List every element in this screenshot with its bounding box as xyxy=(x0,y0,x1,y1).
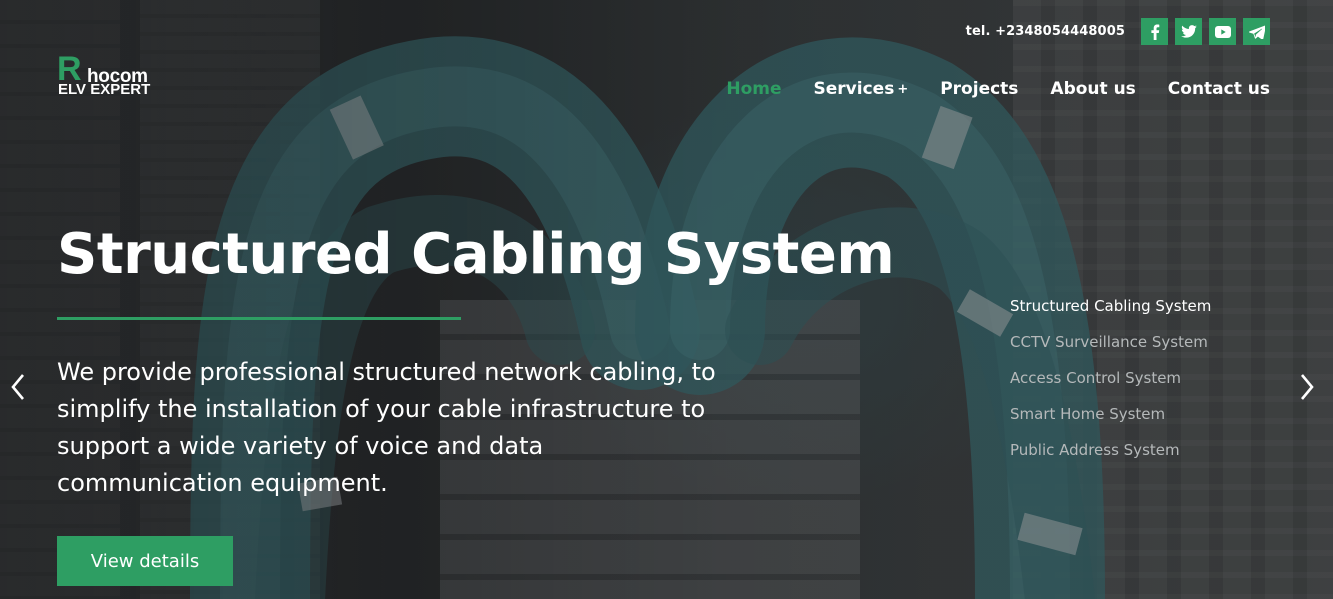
slide-item-access-control[interactable]: Access Control System xyxy=(1010,369,1182,387)
nav-item-home[interactable]: Home xyxy=(726,79,782,99)
youtube-link[interactable] xyxy=(1209,18,1236,45)
nav-item-about-us[interactable]: About us xyxy=(1050,79,1136,99)
telegram-icon xyxy=(1248,25,1265,39)
title-underline xyxy=(57,317,461,320)
plus-icon: + xyxy=(897,81,909,97)
hero-description: We provide professional structured netwo… xyxy=(57,358,716,497)
twitter-icon xyxy=(1180,25,1197,38)
nav-item-services-label: Services xyxy=(813,79,895,99)
top-contact-bar: tel. +2348054448005 xyxy=(966,18,1270,45)
hero-title: Structured Cabling System xyxy=(57,222,895,287)
slide-item-cctv[interactable]: CCTV Surveillance System xyxy=(1010,333,1208,351)
next-slide-button[interactable] xyxy=(1295,371,1319,403)
nav-item-services[interactable]: Services + xyxy=(814,79,909,99)
telegram-link[interactable] xyxy=(1243,18,1270,45)
logo-mark: R xyxy=(57,50,82,88)
logo-brand-name: hocom xyxy=(87,66,148,87)
phone-number: tel. +2348054448005 xyxy=(965,24,1125,39)
slide-item-public-address[interactable]: Public Address System xyxy=(1010,441,1180,459)
nav-item-projects[interactable]: Projects xyxy=(940,79,1019,99)
previous-slide-button[interactable] xyxy=(6,371,30,403)
main-navigation: Home Services + Projects About us Contac… xyxy=(726,79,1270,99)
view-details-button[interactable]: View details xyxy=(57,536,233,586)
slide-item-smart-home[interactable]: Smart Home System xyxy=(1010,405,1166,423)
chevron-right-icon xyxy=(1301,374,1314,400)
twitter-link[interactable] xyxy=(1175,18,1202,45)
facebook-icon xyxy=(1150,24,1159,40)
slide-item-structured-cabling[interactable]: Structured Cabling System xyxy=(1010,297,1212,315)
site-logo[interactable]: R hocom ELV EXPERT xyxy=(57,52,167,98)
facebook-link[interactable] xyxy=(1141,18,1168,45)
logo-tagline: ELV EXPERT xyxy=(58,81,151,98)
chevron-left-icon xyxy=(11,374,24,400)
slide-list: Structured Cabling System CCTV Surveilla… xyxy=(1010,296,1211,476)
youtube-icon xyxy=(1214,25,1231,38)
nav-item-contact-us[interactable]: Contact us xyxy=(1167,79,1270,99)
